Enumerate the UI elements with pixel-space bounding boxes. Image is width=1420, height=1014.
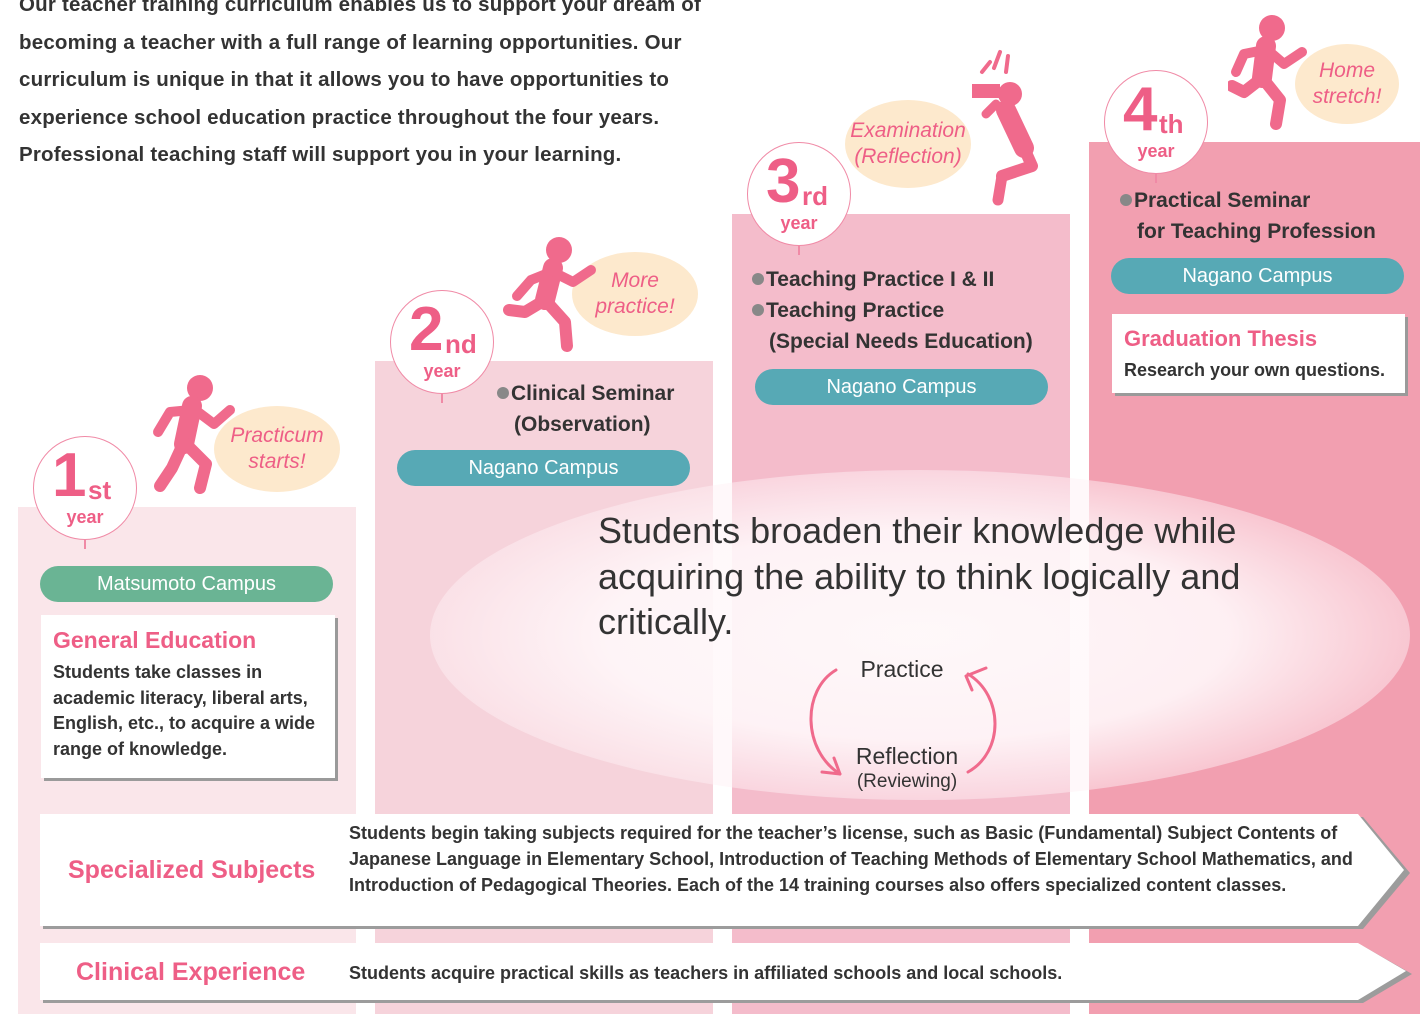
intro-paragraph: Our teacher training curriculum enables …: [19, 0, 702, 166]
headline: Students broaden their knowledge while a…: [598, 510, 1241, 642]
bullet-icon: [752, 273, 764, 285]
year3-item-3: (Special Needs Education): [769, 330, 1033, 353]
bullet-icon: [1120, 194, 1132, 206]
general-education-card: General Education Students take classes …: [41, 615, 335, 778]
band-text-specialized: Students begin taking subjects required …: [349, 823, 1353, 895]
year4-badge: 4 th year: [1104, 70, 1208, 174]
year2-item-2: (Observation): [514, 413, 651, 436]
cycle-practice: Practice: [860, 656, 944, 682]
campus-pill-nagano: Nagano Campus: [1111, 258, 1404, 294]
running-figure-icon: [153, 375, 235, 494]
year4-bubble: Home stretch!: [1295, 44, 1399, 124]
year3-stem: [798, 245, 800, 255]
year4-item-2: for Teaching Profession: [1137, 220, 1376, 243]
figure-with-binoculars-icon: [972, 50, 1038, 206]
cycle-arrows-icon: [809, 666, 997, 776]
card-text: Students take classes in academic litera…: [53, 662, 316, 759]
campus-pill-nagano: Nagano Campus: [755, 369, 1048, 405]
year2-stem: [441, 393, 443, 403]
graduation-thesis-card: Graduation Thesis Research your own ques…: [1112, 314, 1405, 393]
year1-stem: [84, 539, 86, 549]
year2-item-1: Clinical Seminar: [497, 378, 674, 409]
campus-pill-matsumoto: Matsumoto Campus: [40, 566, 333, 602]
running-figure-icon: [1228, 15, 1307, 130]
year4-stem: [1155, 173, 1157, 183]
running-figure-icon: [503, 237, 596, 352]
year2-badge: 2 nd year: [390, 290, 494, 394]
card-title: General Education: [53, 627, 257, 653]
year3-item-1: Teaching Practice I & II: [752, 264, 994, 295]
band-label-clinical: Clinical Experience: [76, 958, 306, 986]
cycle-reflection-sub: (Reviewing): [856, 771, 958, 792]
year3-item-2: Teaching Practice: [752, 295, 944, 326]
year3-bubble: Examination (Reflection): [845, 100, 971, 188]
band-text-clinical: Students acquire practical skills as tea…: [349, 963, 1063, 983]
band-label-specialized: Specialized Subjects: [68, 856, 316, 884]
campus-pill-nagano: Nagano Campus: [397, 450, 690, 486]
year4-item-1: Practical Seminar: [1120, 185, 1310, 216]
card-title: Graduation Thesis: [1124, 326, 1318, 351]
year1-bubble: Practicum starts!: [214, 406, 340, 492]
specialized-subjects-band: [40, 814, 1410, 929]
year3-badge: 3 rd year: [747, 142, 851, 246]
center-glow: [430, 470, 1410, 800]
bullet-icon: [752, 304, 764, 316]
clinical-experience-band: [40, 943, 1412, 1003]
bullet-icon: [497, 387, 509, 399]
year1-badge: 1 st year: [33, 436, 137, 540]
cycle-reflection: Reflection: [855, 743, 959, 769]
card-text: Research your own questions.: [1124, 360, 1386, 380]
